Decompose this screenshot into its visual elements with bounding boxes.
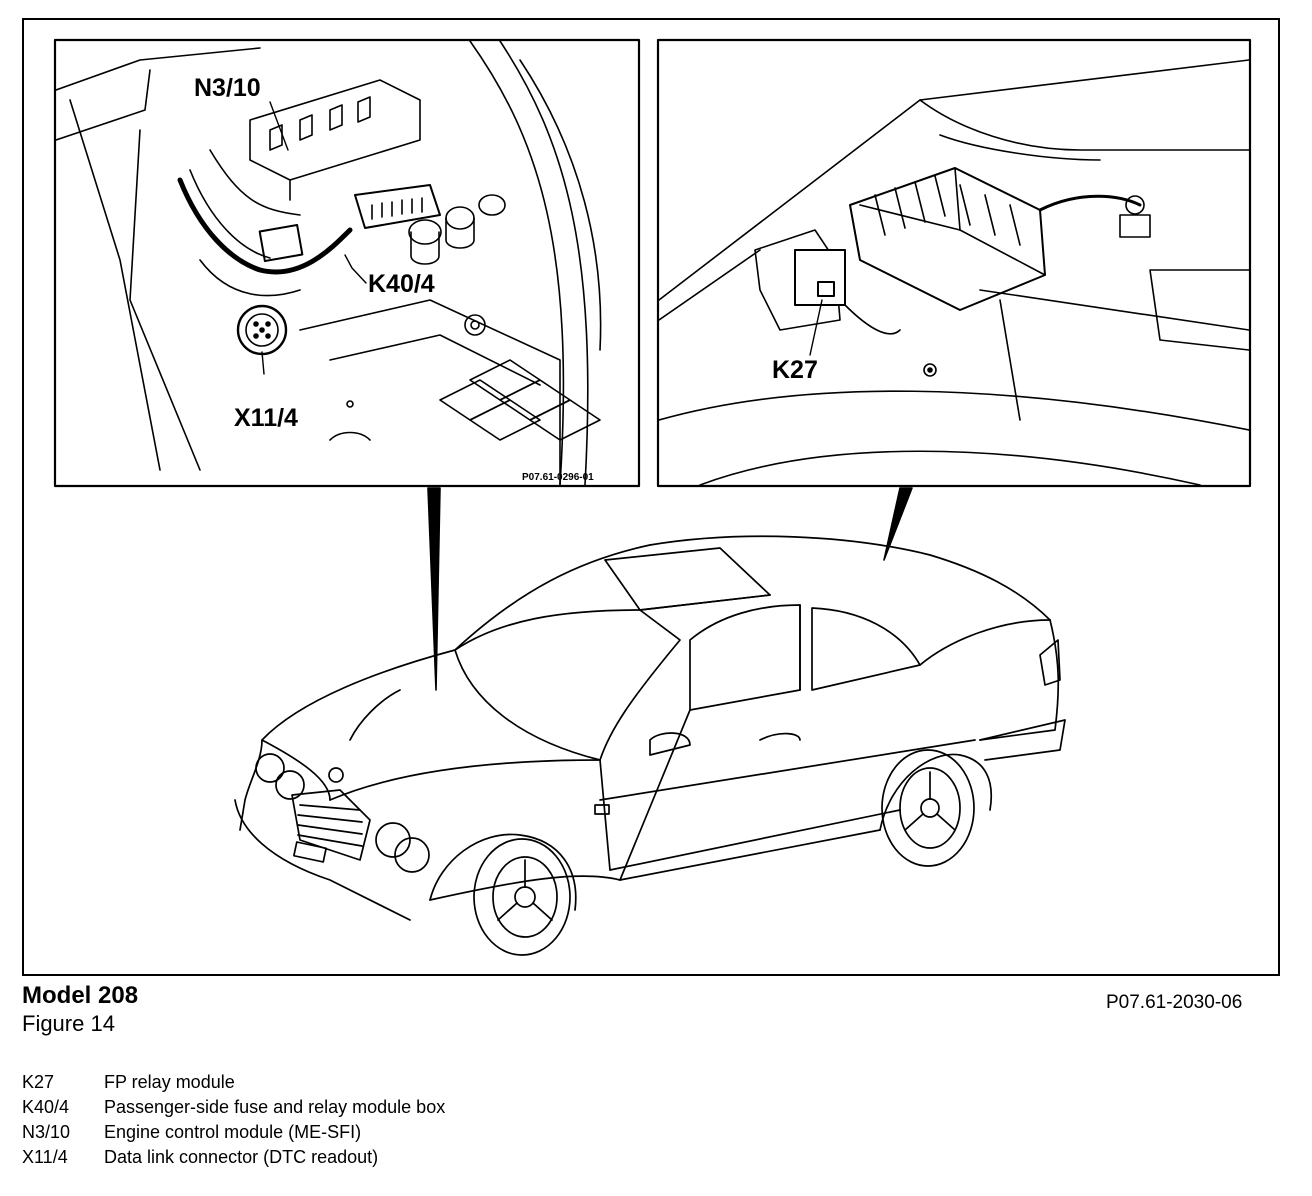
legend: K27 FP relay module K40/4 Passenger-side… — [22, 1070, 445, 1170]
callout-x11-4: X11/4 — [234, 404, 298, 432]
callout-n3-10: N3/10 — [194, 74, 261, 102]
legend-item: K40/4 Passenger-side fuse and relay modu… — [22, 1095, 445, 1120]
model-caption: Model 208 — [22, 982, 139, 1009]
legend-description: FP relay module — [104, 1072, 235, 1092]
car-illustration — [234, 535, 1066, 956]
right-inset-trunk — [656, 38, 1252, 488]
legend-description: Engine control module (ME-SFI) — [104, 1122, 362, 1142]
legend-description: Passenger-side fuse and relay module box — [104, 1097, 446, 1117]
legend-item: X11/4 Data link connector (DTC readout) — [22, 1145, 445, 1170]
legend-code: X11/4 — [22, 1147, 68, 1167]
legend-description: Data link connector (DTC readout) — [104, 1147, 379, 1167]
callout-k40-4: K40/4 — [368, 270, 435, 298]
left-inset-engine-bay — [53, 38, 641, 488]
legend-code: K27 — [22, 1072, 55, 1092]
inset-reference-number: P07.61-0296-01 — [522, 472, 594, 483]
figure-caption: Figure 14 — [22, 1011, 115, 1036]
legend-item: K27 FP relay module — [22, 1070, 445, 1095]
legend-code: N3/10 — [22, 1122, 71, 1142]
legend-code: K40/4 — [22, 1097, 70, 1117]
legend-item: N3/10 Engine control module (ME-SFI) — [22, 1120, 445, 1145]
pointer-left — [427, 487, 441, 691]
figure-reference-number: P07.61-2030-06 — [1106, 992, 1243, 1013]
pointer-right — [883, 487, 913, 561]
callout-k27: K27 — [772, 356, 818, 384]
